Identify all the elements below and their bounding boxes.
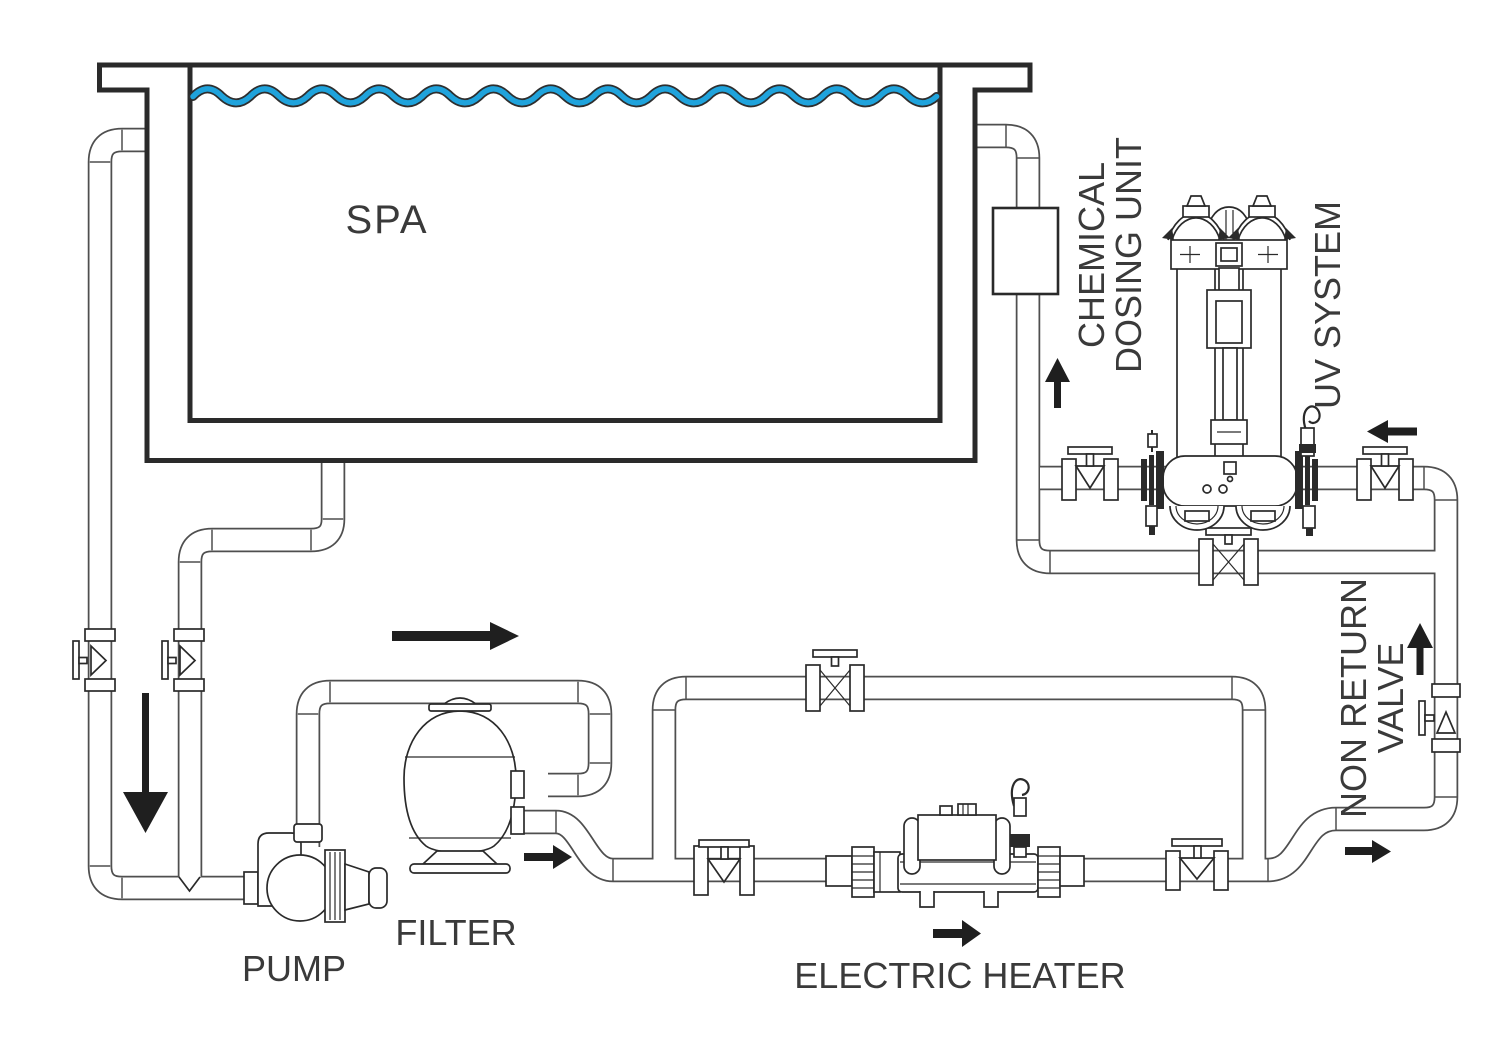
arrow-up-dosing [1045,358,1070,408]
arrow-down-suction [123,693,168,833]
arrow-left-uv-inlet [1367,420,1417,443]
water-line [188,84,942,108]
drain-funnel-joint [178,876,201,893]
arrow-right-to-riser [1345,840,1391,863]
spa-tank [97,62,1033,463]
uv-relief-valve [1299,405,1321,457]
filter-inlet-port [510,770,525,799]
bypass-valve [805,649,865,712]
filter-label: FILTER [395,912,516,953]
arrow-up-non-return [1407,623,1433,675]
arrow-right-heater [933,920,981,947]
heater-control-box [917,814,997,861]
electric-heater [825,778,1085,908]
uv-system-label: UV SYSTEM [1307,201,1348,409]
uv-right-flange [1295,451,1318,509]
heater-outlet-valve [1165,838,1229,891]
heater-inlet-valve [693,839,755,896]
flow-arrows [123,358,1433,947]
arrow-right-pump-discharge [392,622,519,650]
pump-label: PUMP [242,948,346,989]
electric-heater-label: ELECTRIC HEATER [794,955,1125,996]
uv-left-flange [1141,451,1164,509]
chemical-dosing-label-line2: DOSING UNIT [1108,137,1149,373]
chemical-dosing-unit [991,206,1060,296]
non-return-valve-label-line2: VALVE [1370,643,1411,754]
suction-valve-1 [72,628,116,692]
filter [403,697,525,874]
pipe-network [90,126,1457,899]
non-return-valve [1418,683,1461,753]
spa-outer-wall [97,62,1033,463]
uv-inlet-valve [1356,446,1414,501]
labels: SPA PUMP FILTER ELECTRIC HEATER CHEMICAL… [242,137,1411,996]
filter-outlet-port [510,806,525,835]
pipe-joint-seams [89,125,1457,899]
uv-outlet-valve [1061,446,1119,501]
arrow-right-filter-outlet [524,845,572,869]
heater-sensor-band [1010,834,1030,847]
chemical-dosing-label-line1: CHEMICAL [1071,162,1112,348]
spa-label: SPA [345,198,428,242]
pump [243,823,388,923]
non-return-valve-label-line1: NON RETURN [1333,578,1374,818]
suction-valve-2 [161,628,205,692]
heater-sensor-clip [1010,778,1030,807]
uv-system-unit [1141,195,1321,536]
spa-inner-wall [187,65,943,423]
uv-bypass-valve [1198,527,1259,586]
